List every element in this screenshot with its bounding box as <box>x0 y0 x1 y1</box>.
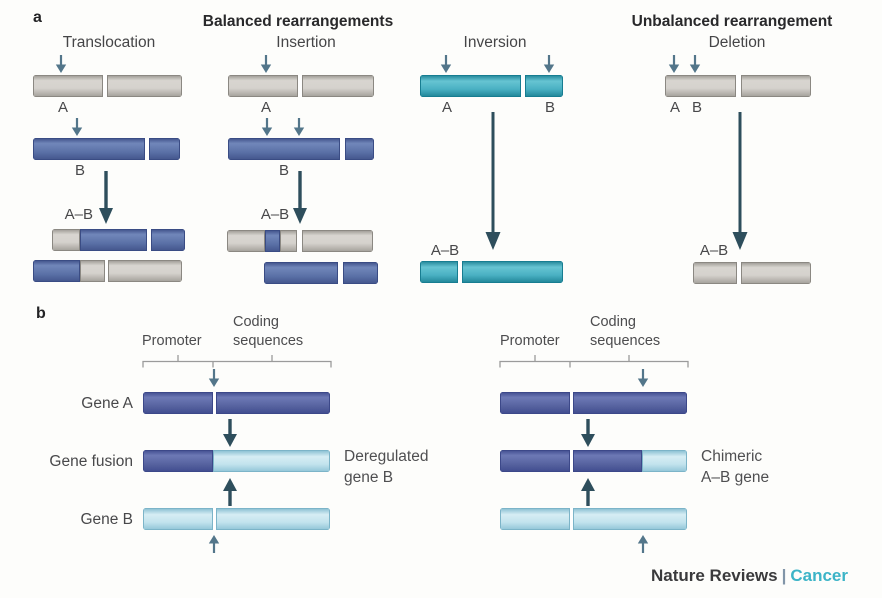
down-arrow-icon <box>71 118 83 136</box>
big-down-arrow-icon <box>223 419 237 447</box>
breakpoint-b-label: B <box>691 99 703 116</box>
chromosome-a-bar <box>228 75 374 97</box>
coding-sequences-label: Coding sequences <box>233 314 304 349</box>
chromosome-a-label: A <box>57 99 69 116</box>
panel-a-label: a <box>33 9 42 26</box>
breakpoint-b-label: B <box>544 99 556 116</box>
down-arrow-icon <box>293 118 305 136</box>
up-arrow-icon <box>208 535 220 553</box>
chromosome-b-bar <box>228 138 374 160</box>
derivative-bar-1 <box>227 230 373 252</box>
derivative-bar-2 <box>264 262 378 284</box>
derivative-bar <box>420 261 563 283</box>
gene-a-bar <box>143 392 330 414</box>
gene-b-bar <box>500 508 687 530</box>
balanced-heading: Balanced rearrangements <box>202 13 394 30</box>
derivative-label: A–B <box>699 242 729 259</box>
breakpoint-a-label: A <box>441 99 453 116</box>
chromosome-bar <box>665 75 811 97</box>
derivative-bar-2 <box>33 260 182 282</box>
chromosome-b-label: B <box>74 162 86 179</box>
down-arrow-icon <box>440 55 452 73</box>
credit-separator: | <box>781 566 787 585</box>
journal-name: Nature Reviews <box>650 566 778 585</box>
big-up-arrow-icon <box>223 478 237 506</box>
gene-b-row-label: Gene B <box>80 511 133 528</box>
down-arrow-icon <box>668 55 680 73</box>
derivative-bar <box>693 262 811 284</box>
region-bracket <box>142 355 332 368</box>
breakpoint-a-label: A <box>669 99 681 116</box>
gene-b-bar <box>143 508 330 530</box>
insertion-title: Insertion <box>276 34 336 51</box>
panel-b-label: b <box>36 305 46 322</box>
down-arrow-icon <box>637 369 649 387</box>
big-down-arrow-icon <box>293 171 307 224</box>
long-down-arrow-icon <box>485 112 501 250</box>
down-arrow-icon <box>689 55 701 73</box>
big-down-arrow-icon <box>99 171 113 224</box>
derivative-label: A–B <box>260 206 290 223</box>
coding-sequences-label: Coding sequences <box>590 314 661 349</box>
chromosome-b-bar <box>33 138 180 160</box>
unbalanced-heading: Unbalanced rearrangement <box>631 13 833 30</box>
gene-fusion-bar <box>143 450 330 472</box>
gene-fusion-bar <box>500 450 687 472</box>
gene-a-row-label: Gene A <box>81 395 133 412</box>
chromosome-b-label: B <box>278 162 290 179</box>
down-arrow-icon <box>260 55 272 73</box>
derivative-label: A–B <box>64 206 93 223</box>
down-arrow-icon <box>543 55 555 73</box>
long-down-arrow-icon <box>732 112 748 250</box>
down-arrow-icon <box>55 55 67 73</box>
derivative-bar-1 <box>52 229 185 251</box>
promoter-label: Promoter <box>500 333 560 349</box>
chromosome-a-bar <box>33 75 182 97</box>
promoter-label: Promoter <box>142 333 202 349</box>
region-bracket <box>499 355 689 368</box>
gene-a-bar <box>500 392 687 414</box>
chromosome-a-label: A <box>260 99 272 116</box>
big-down-arrow-icon <box>581 419 595 447</box>
chromosome-bar <box>420 75 563 97</box>
inversion-title: Inversion <box>463 34 527 51</box>
gene-fusion-row-label: Gene fusion <box>49 453 133 470</box>
fusion-outcome-annotation: Chimeric A–B gene <box>701 448 770 486</box>
up-arrow-icon <box>637 535 649 553</box>
down-arrow-icon <box>261 118 273 136</box>
journal-brand: Cancer <box>790 566 848 585</box>
down-arrow-icon <box>208 369 220 387</box>
translocation-title: Translocation <box>62 34 156 51</box>
big-up-arrow-icon <box>581 478 595 506</box>
deletion-title: Deletion <box>708 34 766 51</box>
journal-credit: Nature Reviews|Cancer <box>651 566 848 586</box>
derivative-label: A–B <box>430 242 460 259</box>
fusion-outcome-annotation: Deregulated gene B <box>344 448 429 486</box>
